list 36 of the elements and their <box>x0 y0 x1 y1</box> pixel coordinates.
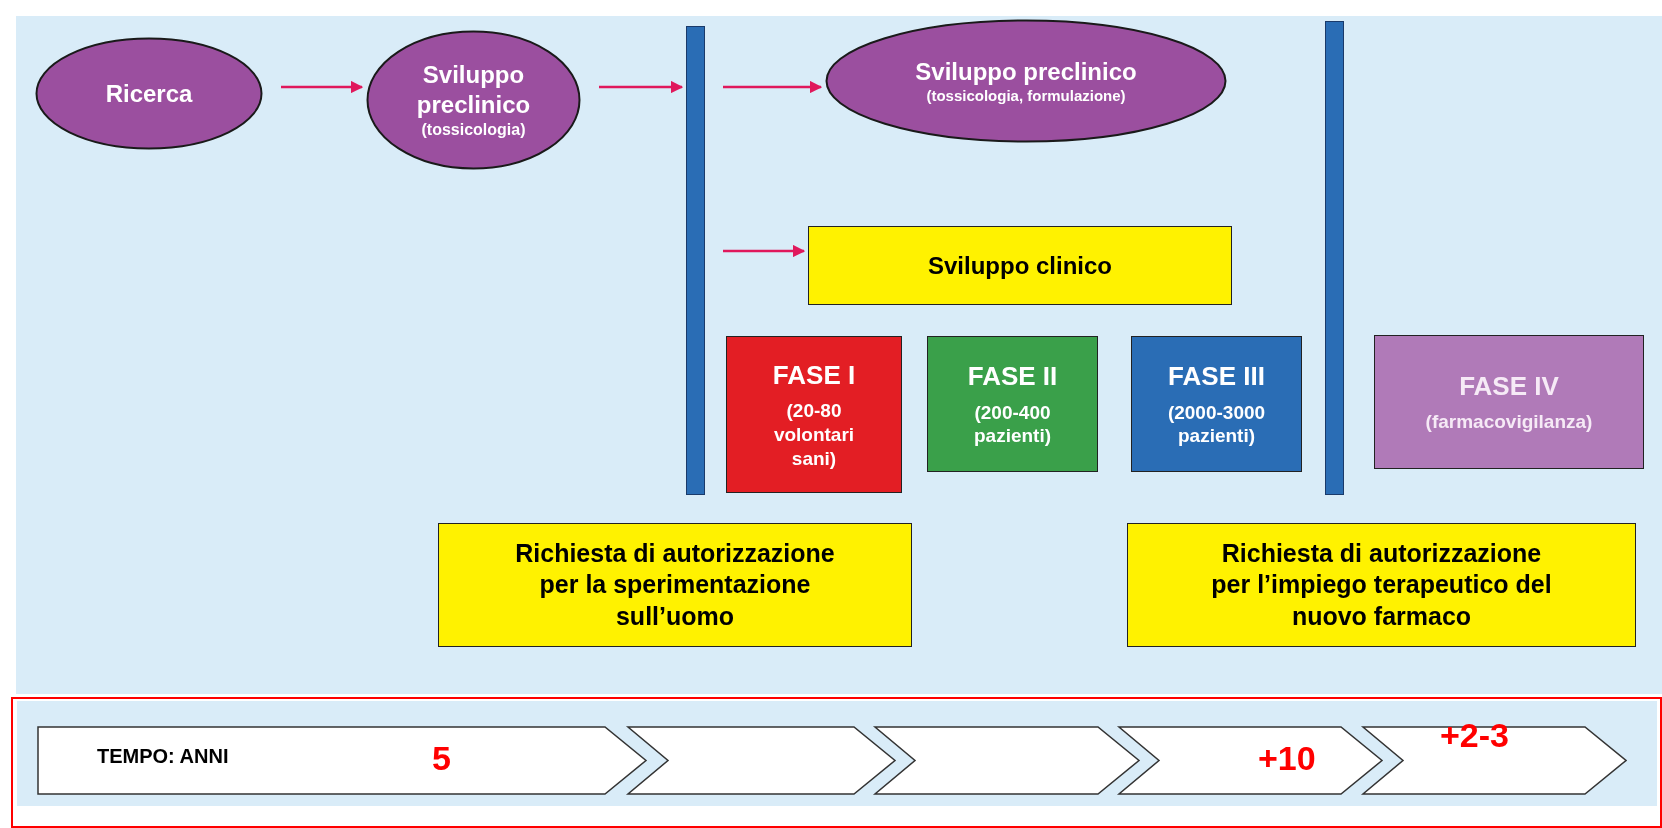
duration-label: +10 <box>1258 741 1316 775</box>
phase-box <box>1374 335 1644 469</box>
process-box <box>808 226 1232 305</box>
node-subtitle: (20-80 volontari sani) <box>772 399 856 471</box>
node-title: FASE IV <box>1459 369 1559 403</box>
arrow <box>599 80 684 94</box>
process-ellipse <box>366 30 581 170</box>
request-box <box>438 523 912 647</box>
node-title: Ricerca <box>105 78 193 109</box>
node-subtitle: (tossicologia) <box>421 120 526 140</box>
node-subtitle: (farmacovigilanza) <box>1425 410 1593 435</box>
milestone-bar <box>686 26 705 495</box>
node-title: Sviluppo preclinico <box>415 60 532 120</box>
process-ellipse <box>825 19 1227 143</box>
node-subtitle: (200-400 pazienti) <box>972 400 1053 448</box>
arrow <box>281 80 364 94</box>
request-box <box>1127 523 1636 647</box>
node-subtitle: (2000-3000 pazienti) <box>1166 400 1267 448</box>
node-title: FASE II <box>967 360 1058 393</box>
arrow <box>723 80 823 94</box>
phase-box <box>1131 336 1302 472</box>
milestone-bar <box>1325 21 1344 495</box>
node-title: Richiesta di autorizzazione per la sperimentazione sull’uomo <box>514 538 836 632</box>
phase-box <box>927 336 1098 472</box>
node-title: Sviluppo clinico <box>928 250 1112 281</box>
process-ellipse <box>35 37 263 150</box>
node-subtitle: (tossicologia, formulazione) <box>926 86 1126 106</box>
node-title: Richiesta di autorizzazione per l’impiego terapeutico del nuovo farmaco <box>1210 538 1553 632</box>
arrow <box>723 244 806 258</box>
node-title: FASE III <box>1168 360 1265 393</box>
node-title: FASE I <box>772 358 856 392</box>
timeline-label: TEMPO: ANNI <box>97 746 229 766</box>
duration-label: 5 <box>432 741 451 775</box>
phase-box <box>726 336 902 493</box>
duration-label: +2-3 <box>1440 718 1509 752</box>
node-title: Sviluppo preclinico <box>915 56 1137 87</box>
